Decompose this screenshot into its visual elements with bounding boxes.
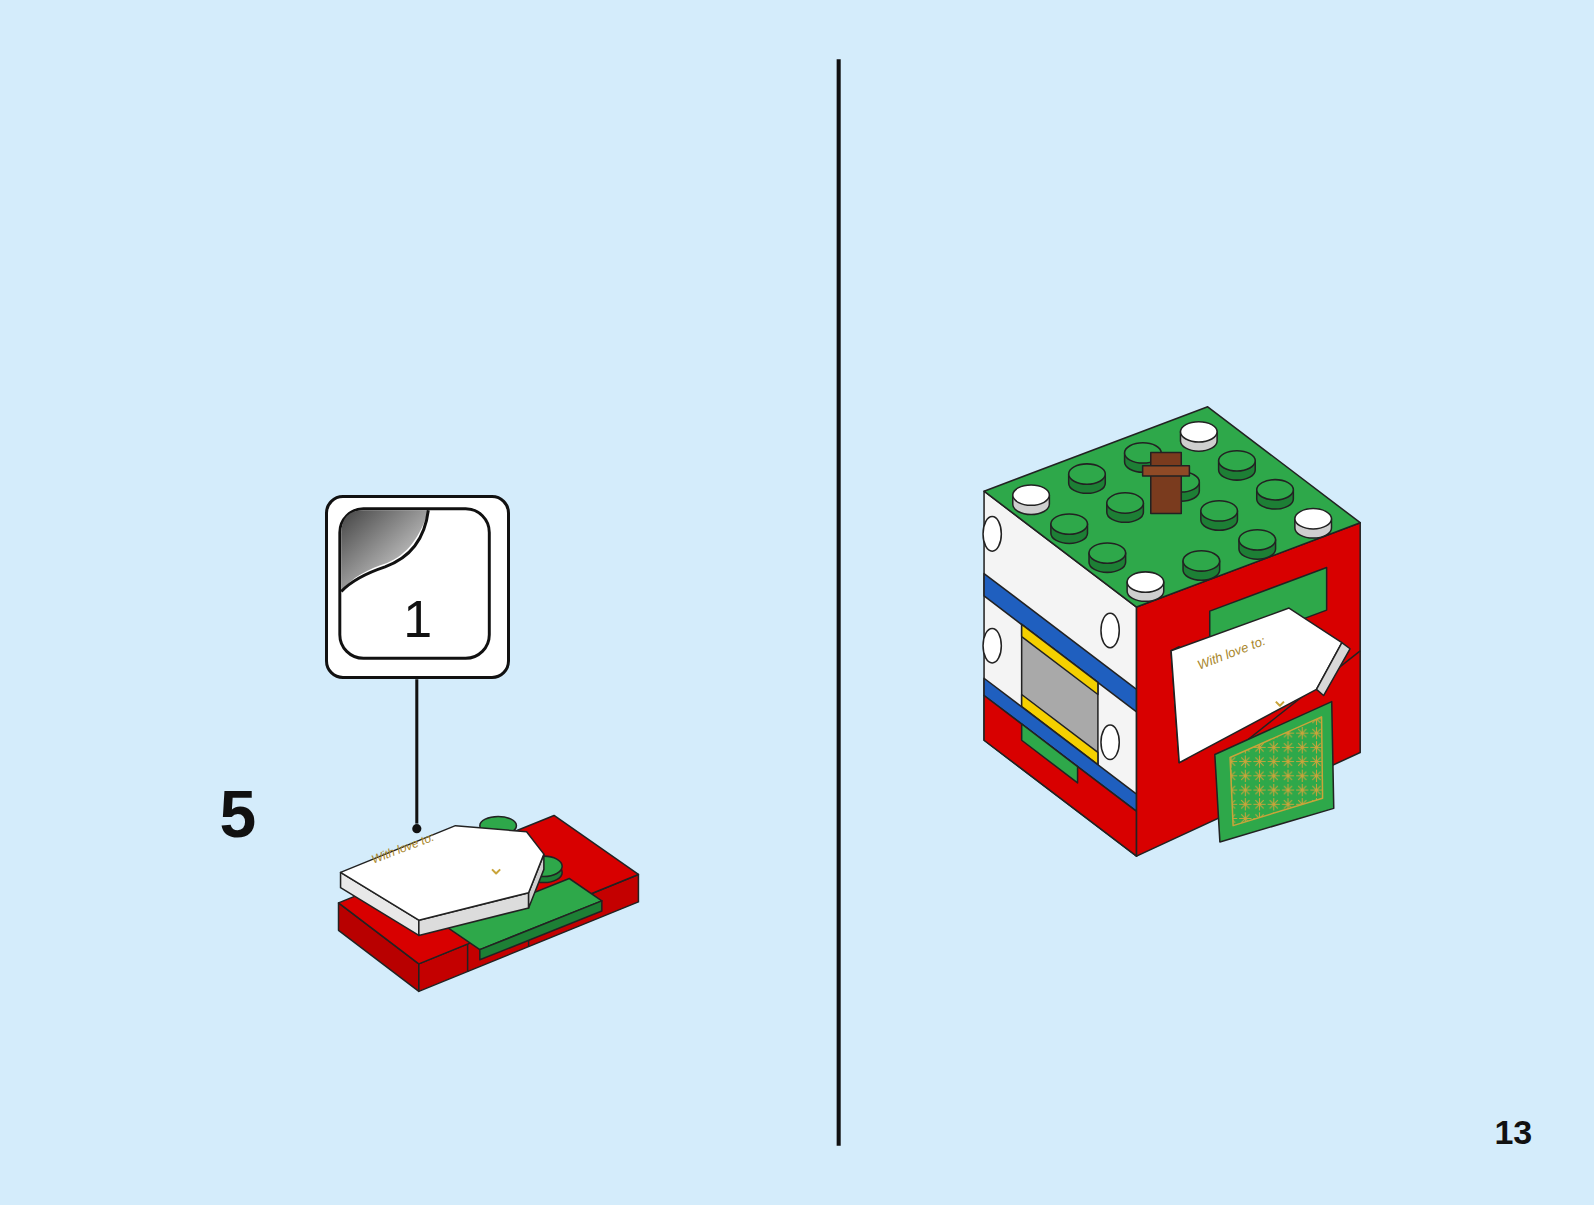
stud bbox=[1239, 530, 1276, 559]
stud-top bbox=[1295, 509, 1332, 529]
callout-box: 1 bbox=[325, 495, 510, 679]
stud-top bbox=[1127, 572, 1164, 592]
stud-top bbox=[1219, 451, 1256, 471]
stud bbox=[1181, 422, 1218, 451]
stud bbox=[1127, 572, 1164, 601]
stud bbox=[1257, 480, 1294, 509]
stud-top bbox=[1239, 530, 1276, 550]
stud bbox=[1051, 514, 1088, 543]
page-number: 13 bbox=[1494, 1115, 1532, 1149]
sub-assembly bbox=[339, 815, 639, 991]
stud-top bbox=[1257, 480, 1294, 500]
stud-top bbox=[1107, 493, 1144, 513]
step-number: 5 bbox=[220, 781, 257, 847]
stud-top bbox=[1051, 514, 1088, 534]
stud-top bbox=[1089, 543, 1126, 563]
stud bbox=[1295, 509, 1332, 538]
tag-print: With love to: bbox=[370, 831, 436, 866]
stud bbox=[1201, 501, 1238, 530]
stud bbox=[1089, 543, 1126, 572]
stud-top bbox=[1069, 464, 1106, 484]
stud-top bbox=[1181, 422, 1218, 442]
stud-top bbox=[1201, 501, 1238, 521]
stud-top bbox=[1013, 485, 1050, 505]
callout-number: 1 bbox=[328, 498, 507, 645]
leader-dot bbox=[412, 824, 421, 833]
stud bbox=[1183, 551, 1220, 580]
stud bbox=[1013, 485, 1050, 514]
gift-cube bbox=[983, 407, 1360, 856]
divider-line bbox=[837, 59, 841, 1146]
sticker-icon bbox=[328, 498, 507, 676]
stud bbox=[1107, 493, 1144, 522]
stud bbox=[1069, 464, 1106, 493]
tag-print: With love to: bbox=[1195, 634, 1266, 672]
stud-top bbox=[1183, 551, 1220, 571]
leader-line bbox=[415, 679, 418, 823]
stud bbox=[1219, 451, 1256, 480]
